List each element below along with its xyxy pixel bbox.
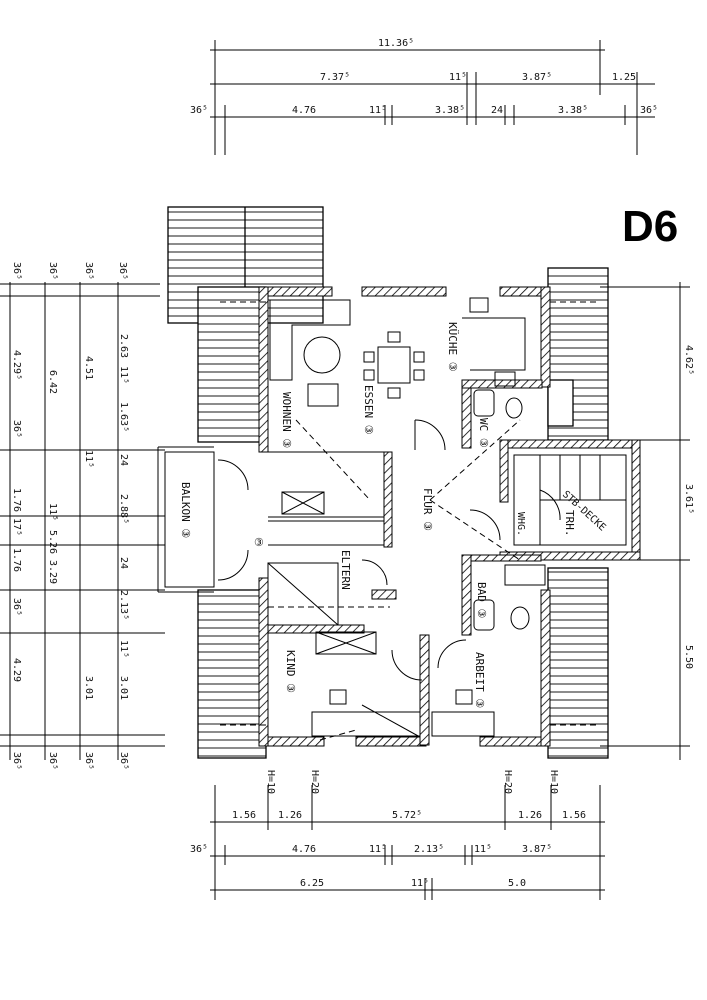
height-label: H=10	[548, 770, 559, 794]
top-dimension-lines	[210, 40, 655, 155]
height-label: H=20	[309, 770, 320, 794]
dim-label: 36⁵	[11, 420, 22, 438]
wall-height-labels: H=10 H=20 H=20 H=10	[265, 770, 559, 794]
dim-label: 11⁵	[118, 640, 129, 658]
dim-label: 1.26	[278, 810, 302, 821]
dim-label: 2.88⁵	[118, 494, 129, 524]
dim-right: 4.62⁵ 3.61⁵ 5.50	[683, 345, 694, 669]
dim-label: 36⁵	[83, 262, 94, 280]
room-label-wohnen: WOHNEN ③	[280, 392, 293, 448]
dim-label: 24	[118, 454, 129, 466]
dim-label: 11⁵	[369, 105, 387, 116]
dim-label: 3.87⁵	[522, 844, 552, 855]
dim-label: 36⁵	[117, 262, 128, 280]
dim-label: 11⁵	[369, 844, 387, 855]
dim-label: 4.76	[292, 105, 316, 116]
label-whg: WHG.	[515, 512, 526, 536]
dim-label: 4.62⁵	[683, 345, 694, 375]
room-label-wc: WC ③	[477, 418, 490, 448]
dim-left-col2: 6.42 11⁵ 5.26 3.29 36⁵	[47, 370, 58, 770]
dim-label: 5.26	[47, 530, 58, 554]
room-label-trh: TRH.	[563, 510, 576, 537]
dim-label: 36⁵	[11, 262, 22, 280]
room-label-kueche: KÜCHE ③	[446, 322, 459, 372]
room-label-flur: FLUR ③	[421, 488, 434, 531]
dim-label: 1.25	[612, 72, 636, 83]
room-label-essen: ESSEN ③	[362, 385, 375, 435]
dim-label: 36⁵	[640, 105, 658, 116]
dim-label: 11⁵	[118, 366, 129, 384]
dim-label: 11⁵	[449, 72, 467, 83]
dim-left-col1: 4.29⁵ 36⁵ 1.76 17⁵ 1.76 36⁵ 4.29 36⁵	[11, 350, 22, 770]
dim-label: 1.76	[11, 488, 22, 512]
dim-label: 3.01	[118, 676, 129, 700]
dim-bottom-row1: 1.56 1.26 5.72⁵ 1.26 1.56	[232, 810, 586, 821]
room-labels: WOHNEN ③ ESSEN ③ KÜCHE ③ WC ③ FLUR ③ BAL…	[179, 322, 608, 708]
dim-label: 36⁵	[11, 752, 22, 770]
height-label: H=20	[502, 770, 513, 794]
dim-label: 2.63	[118, 334, 129, 358]
dim-label: 1.26	[518, 810, 542, 821]
dim-label: 6.42	[47, 370, 58, 394]
dim-label: 7.37⁵	[320, 72, 350, 83]
dim-label: 5.72⁵	[392, 810, 422, 821]
dim-label: 17⁵	[11, 518, 22, 536]
dim-label: 36⁵	[11, 598, 22, 616]
room-label-arbeit: ARBEIT ③	[473, 652, 486, 708]
dim-label: 36⁵	[83, 752, 94, 770]
dim-label: 3.87⁵	[522, 72, 552, 83]
dim-label: 11⁵	[47, 503, 58, 521]
height-label: H=10	[265, 770, 276, 794]
dim-label: 2.13⁵	[118, 590, 129, 620]
dim-label: 3.29	[47, 560, 58, 584]
dim-label: 4.29⁵	[11, 350, 22, 380]
dim-label: 3.38⁵	[435, 105, 465, 116]
dim-label: 4.51	[83, 356, 94, 380]
room-label-bad: BAD ③	[475, 582, 488, 618]
dim-label: 11⁵	[83, 450, 94, 468]
dim-left-col4: 2.63 11⁵ 1.63⁵ 24 2.88⁵ 24 2.13⁵ 11⁵ 3.0…	[118, 334, 129, 770]
walls	[258, 286, 641, 747]
plan-id-label: D6	[622, 202, 678, 251]
dim-label: 5.50	[683, 645, 694, 669]
overhead-dashed-lines	[220, 301, 600, 741]
dim-label: 3.61⁵	[683, 484, 694, 514]
dim-label: 36⁵	[190, 844, 208, 855]
dim-label: 3.01	[83, 676, 94, 700]
room-label-eltern: ELTERN	[339, 550, 352, 590]
dim-top-row2: 7.37⁵ 11⁵ 3.87⁵ 1.25	[320, 72, 636, 83]
dim-label: 36⁵	[47, 262, 58, 280]
room-label-kind: KIND ③	[284, 650, 297, 693]
dim-bottom-row2: 36⁵ 4.76 11⁵ 2.13⁵ 11⁵ 3.87⁵	[190, 844, 552, 855]
right-dimension-lines	[600, 282, 690, 760]
dim-label: 6.25	[300, 878, 324, 889]
dim-label: 36⁵	[118, 752, 129, 770]
dim-label: 2.13⁵	[414, 844, 444, 855]
dim-label: 5.0	[508, 878, 526, 889]
dim-label: 4.29	[11, 658, 22, 682]
dim-label: 11⁵	[411, 878, 429, 889]
dim-label: 24	[491, 105, 503, 116]
dim-label: 1.56	[232, 810, 256, 821]
left-dimension-lines	[0, 282, 165, 760]
room-label-balkon: BALKON ③	[179, 482, 192, 538]
dim-label: 4.76	[292, 844, 316, 855]
dim-label: 1.76	[11, 548, 22, 572]
dim-bottom-row3: 6.25 11⁵ 5.0	[300, 878, 526, 889]
dim-label: 3.38⁵	[558, 105, 588, 116]
dim-label: 36⁵	[47, 752, 58, 770]
partitions-and-fittings	[157, 297, 627, 738]
bottom-dimension-lines	[210, 785, 605, 900]
dim-left-col3: 4.51 11⁵ 3.01 36⁵	[83, 356, 94, 770]
dim-label: 1.63⁵	[118, 402, 129, 432]
dim-top-overall: 11.36⁵	[378, 38, 414, 49]
dim-label: 36⁵	[190, 105, 208, 116]
dim-label: 1.56	[562, 810, 586, 821]
room-label-abstell: ③	[254, 536, 264, 549]
dim-label: 24	[118, 557, 129, 569]
dim-label: 11⁵	[474, 844, 492, 855]
dim-top-row3: 36⁵ 4.76 11⁵ 3.38⁵ 24 3.38⁵ 36⁵	[190, 105, 658, 116]
dim-left-top-marks: 36⁵ 36⁵ 36⁵ 36⁵	[11, 262, 128, 280]
